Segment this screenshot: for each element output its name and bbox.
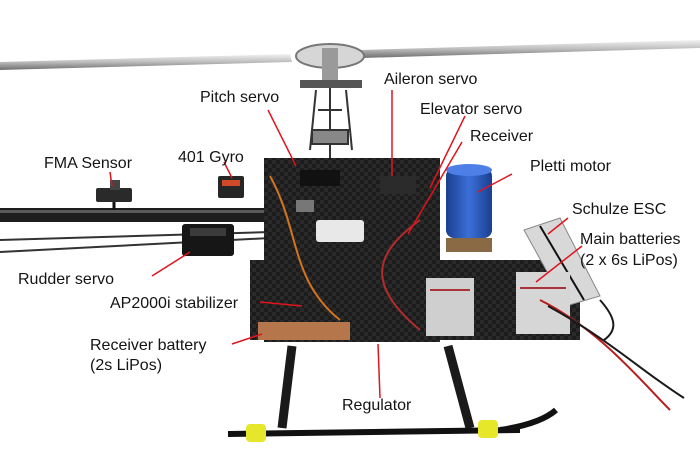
- rotor-head: [309, 88, 353, 160]
- leader-pletti-motor: [477, 173, 513, 193]
- label-receiver-battery: Receiver battery: [90, 337, 207, 354]
- label-elevator-servo: Elevator servo: [420, 101, 523, 118]
- label-fma-sensor: FMA Sensor: [44, 155, 133, 172]
- label-schulze-esc: Schulze ESC: [572, 201, 667, 218]
- leader-ap2000i: [259, 301, 303, 307]
- leader-main-batteries: [535, 245, 583, 283]
- gyro-part: [218, 176, 244, 198]
- label-ap2000i-stabilizer: AP2000i stabilizer: [110, 295, 239, 312]
- label-receiver: Receiver: [470, 128, 534, 145]
- fma-sensor-part: [96, 180, 132, 210]
- label-rudder-servo: Rudder servo: [18, 271, 115, 288]
- leader-receiver: [407, 141, 463, 235]
- wiring: [269, 175, 685, 411]
- label-main-batteries: Main batteries: [580, 231, 681, 248]
- main-rotor-blades: [0, 40, 700, 88]
- leader-401-gyro: [223, 161, 233, 179]
- rudder-servo-part: [182, 224, 234, 256]
- tail-boom: [0, 208, 271, 253]
- leader-lines: [109, 90, 583, 399]
- leader-rudder-servo: [151, 251, 191, 277]
- leader-fma-sensor: [109, 171, 113, 187]
- leader-elevator-servo: [429, 115, 466, 189]
- leader-receiver-battery: [231, 333, 263, 345]
- label-pletti-motor: Pletti motor: [530, 158, 611, 175]
- leader-schulze-esc: [547, 217, 569, 235]
- label-main-batteries-detail: (2 x 6s LiPos): [580, 252, 678, 269]
- label-receiver-battery-detail: (2s LiPos): [90, 357, 163, 374]
- label-regulator: Regulator: [342, 397, 412, 414]
- label-401-gyro: 401 Gyro: [178, 149, 244, 166]
- label-aileron-servo: Aileron servo: [384, 71, 478, 88]
- leader-pitch-servo: [267, 109, 297, 167]
- label-pitch-servo: Pitch servo: [200, 89, 280, 106]
- landing-gear: [227, 344, 558, 442]
- pletti-motor-part: [446, 164, 492, 252]
- leader-regulator: [377, 343, 381, 399]
- battery-packs: [258, 272, 570, 340]
